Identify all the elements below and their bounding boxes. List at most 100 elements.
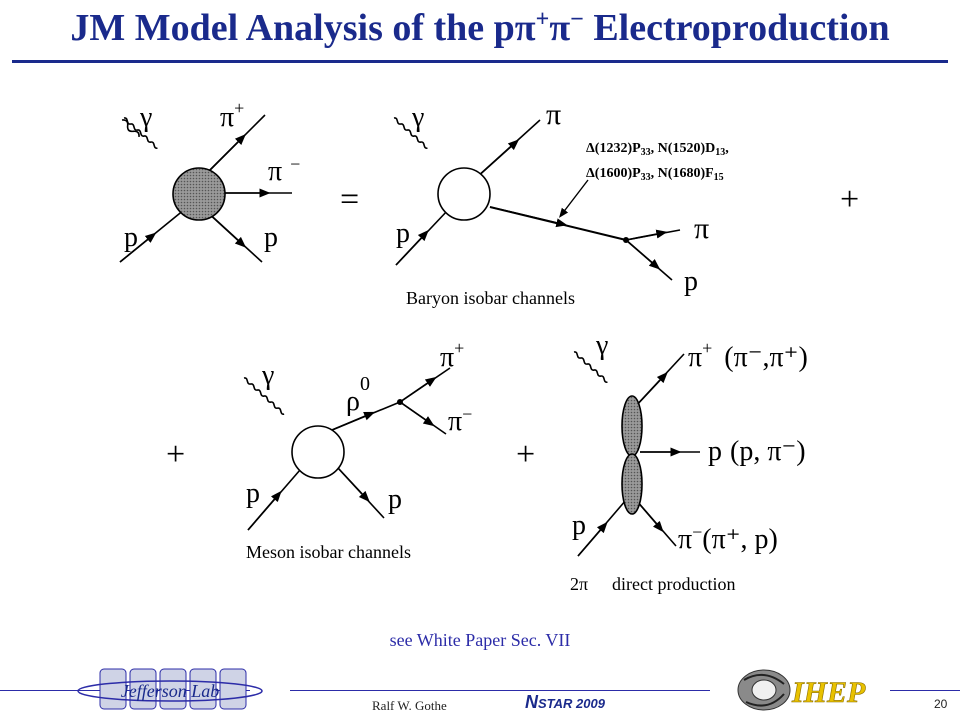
resonance-text: , bbox=[725, 141, 729, 156]
pi-symbol: π bbox=[448, 406, 462, 437]
pi-plus-arrow bbox=[399, 376, 437, 403]
pi-symbol: π bbox=[678, 524, 692, 555]
pi-bot-label: π−(π⁺, p) bbox=[678, 522, 778, 555]
direct-caption: direct production bbox=[612, 574, 735, 594]
title-pi-symbol: π bbox=[514, 7, 536, 49]
emblem-swirl bbox=[743, 673, 785, 707]
photon-line bbox=[121, 119, 140, 138]
proton-in-arrow bbox=[119, 232, 157, 263]
plus-sup: + bbox=[702, 338, 712, 358]
meson-caption: Meson isobar channels bbox=[246, 542, 411, 562]
alt-final-state: (π⁻,π⁺) bbox=[724, 342, 807, 373]
reference-note: see White Paper Sec. VII bbox=[389, 630, 571, 650]
zero-sup: 0 bbox=[360, 373, 370, 395]
pi-minus-label: π− bbox=[268, 154, 300, 187]
pi-symbol: π bbox=[440, 342, 454, 373]
isobar-arrow bbox=[489, 206, 568, 228]
plus-sup: + bbox=[234, 98, 244, 118]
proton-out-arrow bbox=[337, 467, 370, 503]
full-amplitude-diagram: γ π+ π− p p bbox=[119, 98, 300, 263]
pi-plus-label: π+ bbox=[220, 98, 244, 133]
plus-sign-1: + bbox=[840, 181, 859, 218]
gamma-label: γ bbox=[139, 102, 152, 133]
title-minus-sign: − bbox=[570, 6, 584, 33]
footer-rule-right bbox=[890, 690, 960, 691]
pi-label: π bbox=[546, 98, 561, 131]
delta-symbol: Δ bbox=[586, 166, 595, 181]
pi-top-label: π+ (π⁻,π⁺) bbox=[688, 338, 808, 373]
pi-out-arrow bbox=[475, 139, 520, 179]
interaction-blob bbox=[437, 167, 491, 221]
proton-out-label: p bbox=[264, 222, 278, 253]
plus-sup: + bbox=[454, 338, 464, 358]
ihep-wordmark: IHEP bbox=[791, 676, 866, 709]
resonance-text: , N(1520)D bbox=[651, 141, 716, 156]
proton-in-label: p bbox=[396, 218, 410, 249]
proton-in-arrow bbox=[577, 521, 608, 557]
emblem-core bbox=[751, 679, 777, 701]
logo-wordmark: Jefferson Lab bbox=[121, 681, 220, 701]
subscript: 33 bbox=[641, 147, 651, 158]
two-pi-label: 2π bbox=[570, 574, 588, 594]
gamma-label: γ bbox=[411, 102, 424, 133]
photon-wave bbox=[243, 377, 285, 415]
upper-blob bbox=[621, 395, 643, 457]
equals-sign: = bbox=[340, 181, 359, 218]
proton-out-label: p bbox=[388, 484, 402, 515]
proton-in-arrow bbox=[247, 490, 282, 531]
page-number: 20 bbox=[934, 697, 948, 711]
alt-final-state: (π⁺, p) bbox=[702, 524, 778, 555]
direct-production-diagram: γ π+(π⁻,π⁺) p(p, π⁻) π−(π⁺, p) p 2π dire… bbox=[570, 330, 808, 594]
interaction-blob bbox=[172, 167, 226, 221]
rho-symbol: ρ bbox=[346, 386, 360, 417]
title-plus-sign: + bbox=[535, 6, 550, 33]
logo-letters bbox=[99, 668, 247, 710]
conference-initial: N bbox=[525, 692, 538, 712]
p-mid-label: p(p, π⁻) bbox=[708, 436, 806, 467]
pi-decay-arrow bbox=[625, 229, 668, 241]
title-pi-symbol-2: π bbox=[549, 7, 571, 49]
lower-blob bbox=[621, 453, 643, 515]
resonance-line-2: Δ(1600)P33, N(1680)F15 bbox=[586, 166, 724, 183]
interaction-blob bbox=[291, 425, 345, 479]
pi-decay-label: π bbox=[694, 212, 709, 245]
title-text-start: JM Model Analysis of the p bbox=[70, 7, 515, 49]
subscript: 33 bbox=[641, 172, 651, 183]
p-decay-label: p bbox=[684, 266, 698, 297]
pi-minus-label: π− bbox=[448, 404, 472, 437]
gamma-label: γ bbox=[261, 360, 274, 391]
proton-in-label: p bbox=[572, 510, 586, 541]
gamma-label: γ bbox=[595, 330, 608, 361]
author-name: Ralf W. Gothe bbox=[372, 698, 447, 713]
pi-symbol: π bbox=[268, 156, 282, 187]
resonance-pointer bbox=[559, 179, 589, 218]
pi-symbol: π bbox=[688, 342, 702, 373]
title-text-end: Electroproduction bbox=[583, 7, 890, 49]
delta-symbol: Δ bbox=[586, 141, 595, 156]
slide-title: JM Model Analysis of the pπ+π− Electropr… bbox=[0, 6, 960, 50]
conference-name: NSTAR 2009 bbox=[525, 692, 605, 713]
meson-isobar-diagram: γ ρ0 π+ π− p p Meson isobar channels bbox=[243, 338, 472, 562]
alt-final-state: (p, π⁻) bbox=[730, 436, 806, 467]
minus-sup: − bbox=[462, 404, 472, 424]
proton-in-arrow bbox=[395, 229, 429, 266]
resonance-text: (1232)P bbox=[595, 141, 641, 156]
subscript: 15 bbox=[714, 172, 724, 183]
logo-letter-box bbox=[219, 668, 247, 710]
pi-symbol: π bbox=[220, 102, 234, 133]
feynman-diagrams: γ π+ π− p p = γ π p π p Baryon isobar ch… bbox=[119, 98, 859, 594]
photon-wave bbox=[393, 117, 428, 149]
minus-sup: − bbox=[290, 154, 300, 174]
pi-minus-arrow bbox=[399, 401, 435, 427]
ihep-logo: IHEP bbox=[737, 669, 866, 711]
resonance-text: , N(1680)F bbox=[651, 166, 714, 181]
resonance-text: (1600)P bbox=[595, 166, 641, 181]
photon-wave bbox=[573, 351, 608, 383]
minus-sup: − bbox=[692, 522, 702, 542]
logo-letter-box bbox=[129, 668, 157, 710]
title-divider bbox=[12, 60, 948, 63]
subscript: 13 bbox=[715, 147, 725, 158]
plus-sign-2: + bbox=[166, 436, 185, 473]
logo-letter-box bbox=[159, 668, 187, 710]
logo-letter-box bbox=[189, 668, 217, 710]
